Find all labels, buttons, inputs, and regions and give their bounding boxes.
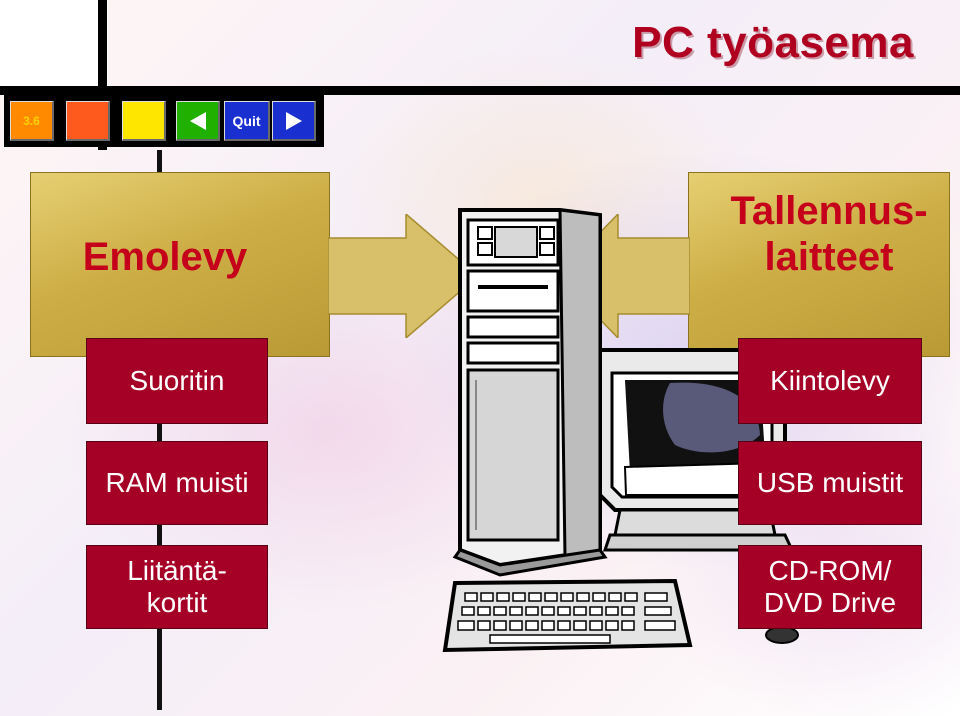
desktop-computer-icon [442,208,799,653]
interface-cards-box: Liitäntä- kortit [86,545,268,629]
ram-box: RAM muisti [86,441,268,525]
vertical-divider [98,0,107,150]
hard-disk-label: Kiintolevy [770,364,890,396]
quit-button[interactable]: Quit [224,101,270,141]
right-arrow-icon [328,214,480,338]
storage-panel: Tallennus- laitteet [688,172,950,357]
page-number-button[interactable]: 3.6 [10,101,54,141]
usb-memory-label: USB muistit [756,466,904,498]
previous-slide-button[interactable] [176,101,220,141]
storage-heading: Tallennus- laitteet [730,188,927,280]
horizontal-divider [0,86,960,95]
interface-cards-label: Liitäntä- kortit [127,554,227,618]
ram-label: RAM muisti [105,466,249,498]
next-slide-button[interactable] [272,101,316,141]
vertical-rule [157,150,162,710]
navigation-toolbar: 3.6 Quit [4,95,324,147]
usb-memory-box: USB muistit [738,441,922,525]
hard-disk-box: Kiintolevy [738,338,922,424]
storage-heading-line2: laitteet [764,234,894,279]
storage-heading-line1: Tallennus- [730,188,928,233]
triangle-left-icon [189,111,206,130]
top-left-corner [0,0,108,90]
yellow-nav-button[interactable] [122,101,166,141]
quit-label: Quit [232,112,261,129]
triangle-right-icon [285,111,302,130]
processor-label: Suoritin [129,364,225,396]
orange-nav-button[interactable] [66,101,110,141]
processor-box: Suoritin [86,338,268,424]
page-number: 3.6 [23,113,40,128]
cd-dvd-drive-label: CD-ROM/ DVD Drive [763,554,897,618]
slide-title: PC työasema [632,18,914,67]
cd-dvd-drive-box: CD-ROM/ DVD Drive [738,545,922,629]
motherboard-panel: Emolevy [30,172,330,357]
motherboard-heading: Emolevy [82,234,248,279]
